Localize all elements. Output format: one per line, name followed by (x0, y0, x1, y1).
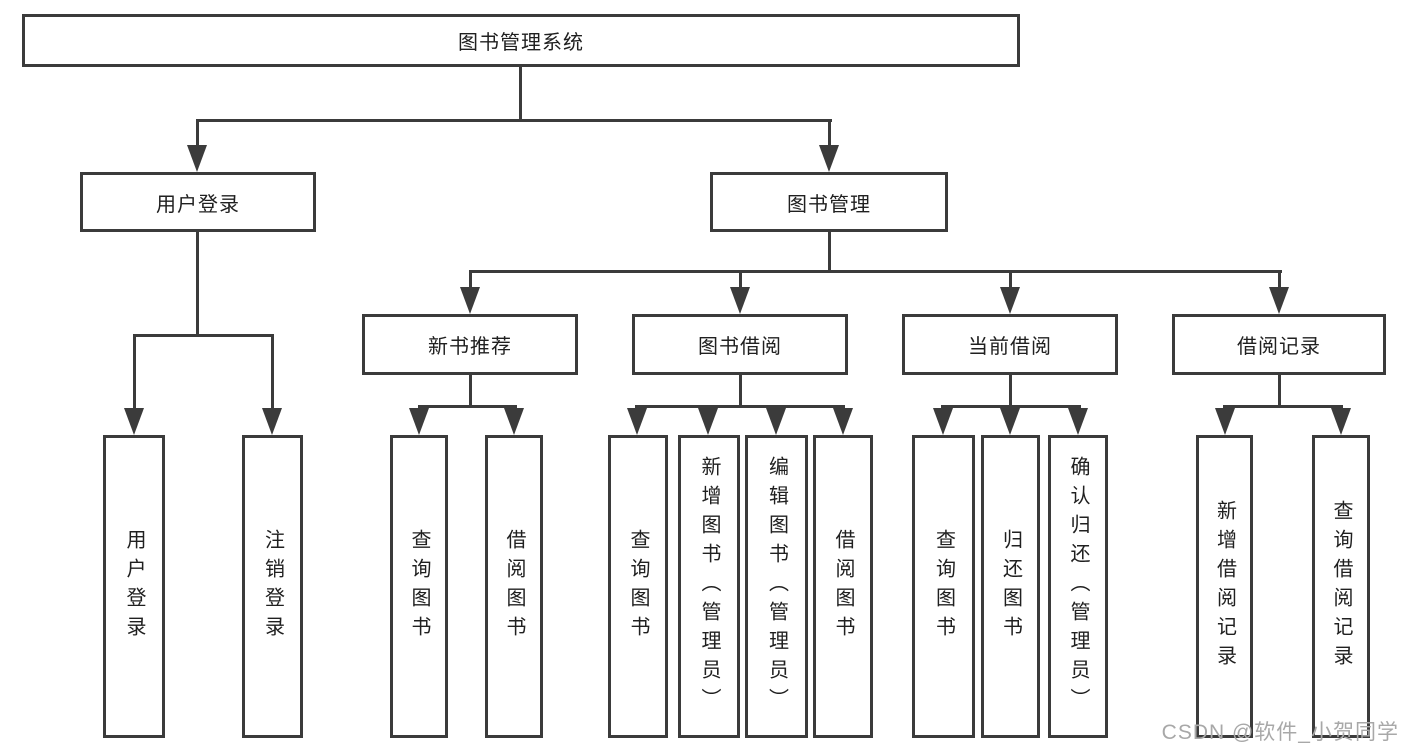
connector-drop-borrow-record (1278, 270, 1281, 288)
connector-drop-leaf-login (133, 334, 136, 410)
arrowhead-leaf-query-1 (409, 408, 429, 435)
connector-drop-book-management (828, 119, 831, 149)
connector-root-stem (519, 66, 522, 122)
leaf-confirm-return-admin: 确认归还（管理员） (1048, 435, 1108, 738)
arrowhead-book-borrow (730, 287, 750, 314)
arrowhead-leaf-confirm-return (1068, 408, 1088, 435)
leaf-add-borrow-record: 新增借阅记录 (1196, 435, 1253, 738)
leaf-add-book-admin: 新增图书（管理员） (678, 435, 740, 738)
connector-level2-hline (196, 119, 832, 122)
node-user-login: 用户登录 (80, 172, 316, 232)
node-borrow-record: 借阅记录 (1172, 314, 1386, 375)
connector-level3-hline (469, 270, 1282, 273)
connector-drop-current-borrow (1009, 270, 1012, 288)
node-new-book-recommend: 新书推荐 (362, 314, 578, 375)
arrowhead-book-management (819, 145, 839, 172)
arrowhead-leaf-query-record (1331, 408, 1351, 435)
arrowhead-leaf-borrow-2 (833, 408, 853, 435)
connector-user-login-stem (196, 231, 199, 336)
connector-book-borrow-stem (739, 374, 742, 407)
node-root: 图书管理系统 (22, 14, 1020, 67)
connector-new-book-stem (469, 374, 472, 407)
arrowhead-leaf-return (1000, 408, 1020, 435)
arrowhead-current-borrow (1000, 287, 1020, 314)
leaf-edit-book-admin: 编辑图书（管理员） (745, 435, 808, 738)
leaf-return-book: 归还图书 (981, 435, 1040, 738)
leaf-query-book-1: 查询图书 (390, 435, 448, 738)
leaf-query-borrow-record: 查询借阅记录 (1312, 435, 1370, 738)
arrowhead-leaf-query-2 (627, 408, 647, 435)
arrowhead-leaf-borrow-1 (504, 408, 524, 435)
connector-borrow-record-stem (1278, 374, 1281, 407)
leaf-borrow-book-1: 借阅图书 (485, 435, 543, 738)
connector-drop-leaf-logout (271, 334, 274, 410)
arrowhead-leaf-logout (262, 408, 282, 435)
node-current-borrow: 当前借阅 (902, 314, 1118, 375)
connector-current-borrow-hline (941, 405, 1081, 408)
leaf-query-book-3: 查询图书 (912, 435, 975, 738)
arrowhead-user-login (187, 145, 207, 172)
connector-book-borrow-hline (635, 405, 845, 408)
node-book-borrow: 图书借阅 (632, 314, 848, 375)
arrowhead-new-book (460, 287, 480, 314)
connector-drop-new-book (469, 270, 472, 288)
arrowhead-leaf-add-record (1215, 408, 1235, 435)
leaf-borrow-book-2: 借阅图书 (813, 435, 873, 738)
arrowhead-leaf-query-3 (933, 408, 953, 435)
leaf-query-book-2: 查询图书 (608, 435, 668, 738)
connector-new-book-hline (418, 405, 517, 408)
leaf-logout: 注销登录 (242, 435, 303, 738)
connector-current-borrow-stem (1009, 374, 1012, 407)
connector-user-login-hline (133, 334, 274, 337)
node-book-management: 图书管理 (710, 172, 948, 232)
arrowhead-leaf-edit-book (766, 408, 786, 435)
arrowhead-leaf-login (124, 408, 144, 435)
arrowhead-leaf-add-book (698, 408, 718, 435)
connector-book-management-stem (828, 231, 831, 273)
leaf-user-login: 用户登录 (103, 435, 165, 738)
connector-borrow-record-hline (1223, 405, 1343, 408)
arrowhead-borrow-record (1269, 287, 1289, 314)
connector-drop-user-login (196, 119, 199, 149)
csdn-watermark: CSDN @软件_小贺同学 (1161, 721, 1399, 744)
connector-drop-book-borrow (739, 270, 742, 288)
